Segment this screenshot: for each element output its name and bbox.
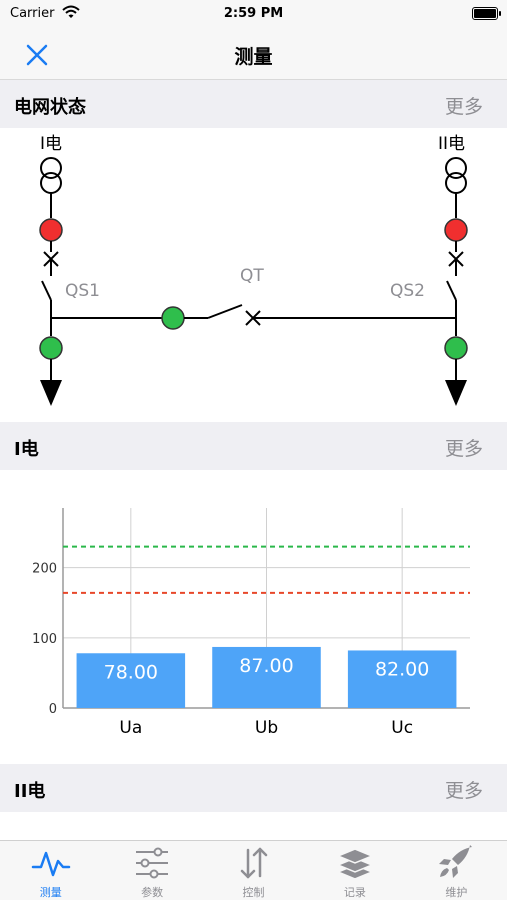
tab-control[interactable]: 控制 (203, 841, 304, 900)
clock: 2:59 PM (223, 6, 284, 21)
y-tick-label: 100 (32, 632, 57, 647)
grid-status-header: 电网状态 更多 (0, 80, 507, 128)
breaker-left-indicator[interactable] (39, 218, 63, 242)
tab-parameters-label: 参数 (141, 886, 164, 899)
tie-breaker-indicator[interactable] (161, 306, 185, 330)
bar-ub (212, 646, 321, 708)
grid-status-more-button[interactable]: 更多 (444, 96, 483, 118)
x-tick-label: Ua (119, 718, 142, 738)
grid-diagram: I电 II电 QS1 QS2 (39, 134, 468, 406)
x-tick-label: Uc (391, 718, 413, 738)
arrows-updown-icon (240, 847, 267, 879)
bar-value-label: 78.00 (104, 661, 158, 683)
breaker-right-indicator[interactable] (444, 218, 468, 242)
nav-bar: 测量 (0, 28, 507, 80)
tab-records[interactable]: 记录 (304, 841, 405, 900)
tab-maintenance-label: 维护 (445, 886, 468, 899)
layers-icon (335, 848, 374, 880)
tab-bar: 测量 参数 控制 记录 (0, 840, 507, 900)
bar-ua (76, 653, 186, 708)
tab-control-label: 控制 (242, 886, 265, 899)
close-icon[interactable] (22, 40, 52, 70)
rocket-icon (439, 845, 473, 878)
tab-measure[interactable]: 测量 (0, 841, 101, 900)
disconnect-right-icon (446, 251, 464, 336)
grid-status-title: 电网状态 (14, 97, 86, 118)
section-one-header: I电 更多 (0, 422, 507, 470)
sliders-icon (136, 847, 169, 879)
status-bar: Carrier 2:59 PM (0, 0, 507, 28)
tab-records-label: 记录 (343, 886, 366, 899)
section-one-more-button[interactable]: 更多 (444, 438, 483, 460)
section-two-header: II电 更多 (0, 764, 507, 812)
transformer-left-icon (40, 157, 62, 194)
page-title: 测量 (234, 46, 273, 68)
source-right-label: II电 (438, 134, 465, 154)
y-tick-label: 200 (32, 562, 57, 577)
load-left-arrow-icon (40, 380, 62, 406)
wave-icon (31, 851, 70, 877)
tab-maintenance[interactable]: 维护 (406, 841, 507, 900)
transformer-right-icon (445, 157, 467, 194)
x-tick-label: Ub (255, 718, 278, 738)
section-two-title: II电 (14, 781, 46, 802)
bar-value-label: 87.00 (239, 655, 293, 677)
source-left-label: I电 (40, 134, 62, 154)
tab-measure-label: 测量 (39, 886, 62, 899)
load-left-indicator[interactable] (39, 336, 63, 360)
bar-uc (347, 650, 457, 708)
section-one-title: I电 (14, 439, 39, 460)
battery-icon (472, 7, 501, 20)
switch-left-label: QS1 (65, 281, 100, 301)
disconnect-left-icon (41, 251, 59, 336)
switch-right-label: QS2 (390, 281, 425, 301)
bar-value-label: 82.00 (375, 658, 429, 680)
load-right-arrow-icon (445, 380, 467, 406)
section-two-more-button[interactable]: 更多 (444, 780, 483, 802)
tab-parameters[interactable]: 参数 (101, 841, 202, 900)
load-right-indicator[interactable] (444, 336, 468, 360)
y-tick-label: 0 (49, 702, 57, 717)
tie-switch-label: QT (240, 266, 264, 286)
carrier-label: Carrier (10, 6, 55, 21)
wifi-icon (62, 5, 80, 18)
